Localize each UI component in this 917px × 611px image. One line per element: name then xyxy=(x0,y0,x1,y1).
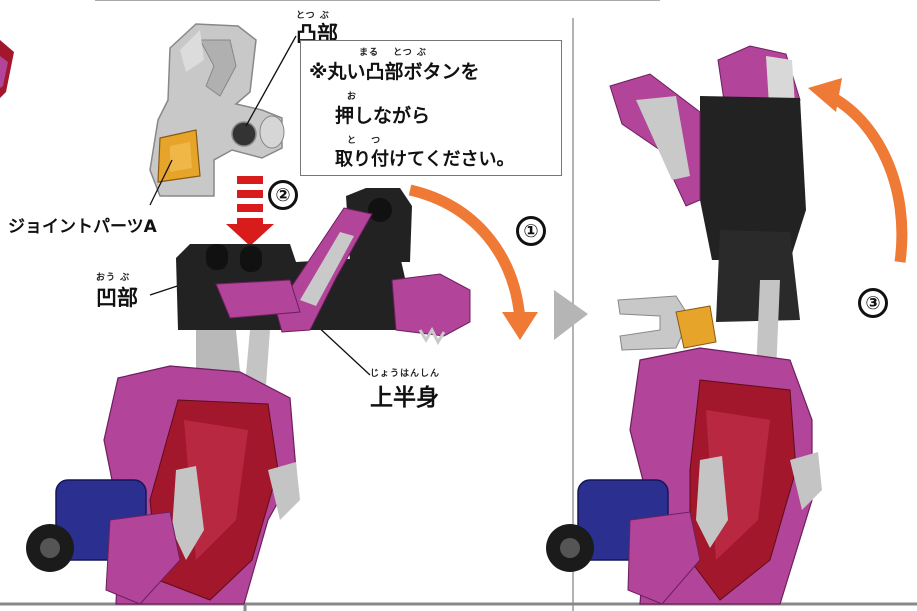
concave-part-label: 凹部 xyxy=(96,286,138,310)
robot-left xyxy=(26,188,471,605)
instruction-line1: ※丸い凸部ボタンを xyxy=(309,61,480,83)
joint-parts-label: ジョイントパーツA xyxy=(8,217,157,237)
step-3-badge: ③ xyxy=(858,288,888,318)
instruction-line3: 取り付けてください。 xyxy=(335,149,515,170)
instruction-line2: 押しながら xyxy=(335,105,431,127)
convex-part-ruby: とつ ぶ xyxy=(296,11,330,21)
instruction-line1-ruby: まる とつ ぶ xyxy=(359,48,427,58)
instruction-line3-ruby: と つ xyxy=(347,136,382,146)
robot-right xyxy=(546,45,822,605)
next-panel-chevron xyxy=(554,290,588,340)
concave-part-ruby: おう ぶ xyxy=(96,273,131,283)
step1-arrow xyxy=(408,184,526,321)
instruction-callout: まる とつ ぶ ※丸い凸部ボタンを お 押しながら と つ 取り付けてください。 xyxy=(300,40,562,176)
joint-part-a xyxy=(149,23,285,197)
step-2-badge: ② xyxy=(268,180,298,210)
step-1-badge: ① xyxy=(516,216,546,246)
upper-body-ruby: じょうはんしん xyxy=(370,369,441,379)
upper-body-label: 上半身 xyxy=(370,385,439,411)
step2-arrow xyxy=(226,176,274,246)
step3-arrow xyxy=(823,89,908,263)
instruction-line2-ruby: お xyxy=(347,92,358,102)
